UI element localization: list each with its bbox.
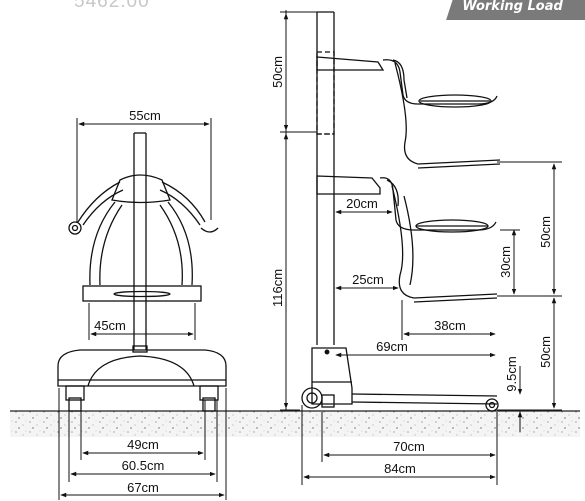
side-view-lift	[301, 11, 501, 412]
side-arm-reach-upper-label: 20cm	[346, 196, 378, 211]
front-top-width-label: 55cm	[129, 108, 161, 123]
side-stroke-upper-label: 50cm	[538, 216, 553, 248]
side-outer-base-label: 84cm	[384, 461, 416, 476]
side-ground-clearance-label: 9.5cm	[504, 356, 519, 391]
front-seat-width-label: 45cm	[94, 318, 126, 333]
price-label: 5462.00	[74, 0, 150, 12]
side-inner-base-label: 70cm	[393, 439, 425, 454]
ground	[10, 410, 580, 437]
side-dimensions	[280, 10, 562, 485]
front-view-lift	[57, 132, 227, 412]
front-inner-base-label: 49cm	[127, 437, 159, 452]
side-seat-reach-label: 69cm	[376, 339, 408, 354]
front-outer-base-label: 67cm	[127, 480, 159, 495]
front-mid-base-label: 60.5cm	[122, 458, 165, 473]
side-column-height-label: 116cm	[270, 269, 285, 307]
side-stroke-lower-label: 50cm	[538, 336, 553, 368]
front-dimensions	[58, 118, 227, 500]
side-arm-reach-lower-label: 25cm	[352, 272, 384, 287]
front-dimension-labels: 55cm 45cm 49cm 60.5cm 67cm	[94, 108, 164, 495]
side-seat-drop-label: 30cm	[498, 246, 513, 278]
side-column-top-label: 50cm	[270, 56, 285, 88]
side-seat-depth-label: 38cm	[434, 318, 466, 333]
side-dimension-labels: 50cm 116cm 20cm 25cm 38cm 69cm 30cm 50cm…	[270, 56, 553, 476]
